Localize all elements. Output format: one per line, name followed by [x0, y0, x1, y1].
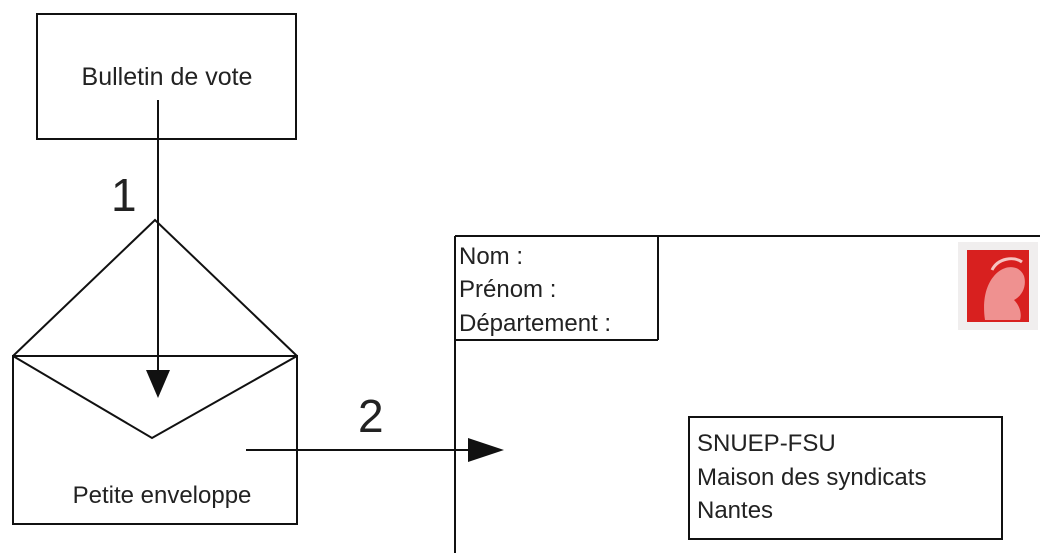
arrow-1-head-icon	[146, 370, 170, 398]
stamp-hair	[990, 257, 1023, 271]
ballot-box: Bulletin de vote	[36, 13, 297, 140]
arrow-2-head-icon	[468, 438, 504, 462]
recipient-line-2: Maison des syndicats	[697, 464, 926, 491]
recipient-line-3: Nantes	[697, 497, 773, 524]
step-2-number: 2	[358, 390, 384, 442]
arrow-step-2	[246, 438, 504, 462]
sender-department-label: Département :	[459, 310, 611, 337]
marianne-stamp-icon	[958, 242, 1038, 330]
envelope-inner-fold	[12, 355, 298, 440]
small-envelope-label: Petite enveloppe	[73, 482, 252, 509]
small-envelope: Petite enveloppe	[12, 218, 298, 525]
sender-name-label: Nom :	[459, 243, 523, 270]
big-envelope: Nom : Prénom : Département : SNUEP-FSU M…	[454, 235, 1040, 553]
recipient-box: SNUEP-FSU Maison des syndicats Nantes	[688, 416, 1003, 540]
stamp-marianne-profile	[984, 267, 1025, 320]
recipient-line-1: SNUEP-FSU	[697, 430, 836, 457]
step-1-number: 1	[111, 169, 137, 221]
ballot-label: Bulletin de vote	[82, 63, 253, 91]
envelope-body	[12, 355, 298, 525]
sender-box: Nom : Prénom : Département :	[455, 236, 659, 341]
envelope-flap-open	[12, 218, 298, 357]
recipient-rect	[688, 416, 1003, 540]
sender-firstname-label: Prénom :	[459, 276, 556, 303]
arrow-step-1	[146, 100, 170, 398]
ballot-rect	[36, 13, 297, 140]
